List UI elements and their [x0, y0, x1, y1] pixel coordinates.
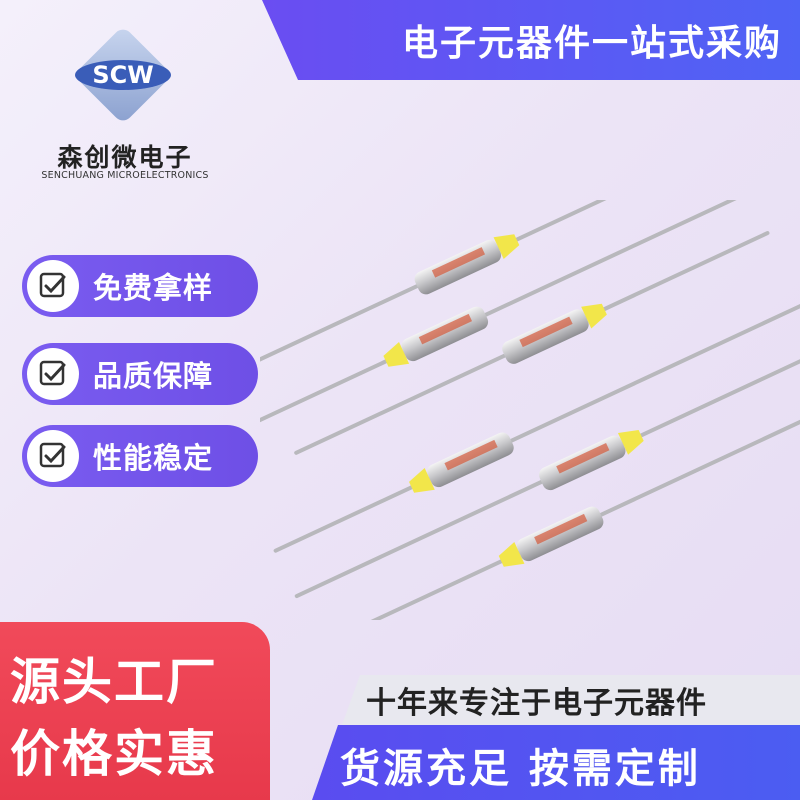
- promo-band-text: 十年来专注于电子元器件: [366, 686, 707, 721]
- promo-band: [342, 675, 800, 725]
- header-title: 电子元器件一站式采购: [401, 23, 782, 64]
- promo-line-1: 源头工厂: [10, 653, 218, 711]
- feature-label: 免费拿样: [93, 271, 214, 305]
- feature-label: 品质保障: [93, 359, 214, 393]
- promo-bar-text: 货源充足 按需定制: [340, 746, 701, 792]
- brand-name-cn: 森创微电子: [57, 143, 193, 172]
- feature-stable: 性能稳定: [22, 425, 258, 487]
- brand-name-en: SENCHUANG MICROELECTRONICS: [41, 170, 209, 181]
- promo-line-2: 价格实惠: [10, 725, 218, 783]
- feature-free-sample: 免费拿样: [22, 255, 258, 317]
- check-icon: [27, 348, 79, 400]
- check-icon: [27, 260, 79, 312]
- promo-panel: 源头工厂 价格实惠: [0, 622, 270, 800]
- brand-logo: SCW 森创微电子 SENCHUANG MICROELECTRONICS: [30, 20, 220, 181]
- feature-label: 性能稳定: [93, 441, 214, 475]
- feature-quality: 品质保障: [22, 343, 258, 405]
- thermal-fuse-image: [260, 200, 800, 620]
- promo-bar: [312, 725, 800, 800]
- header-banner: 电子元器件一站式采购: [262, 0, 800, 80]
- scw-logo-icon: SCW: [75, 29, 171, 121]
- check-icon: [27, 430, 79, 482]
- logo-text: SCW: [92, 61, 153, 89]
